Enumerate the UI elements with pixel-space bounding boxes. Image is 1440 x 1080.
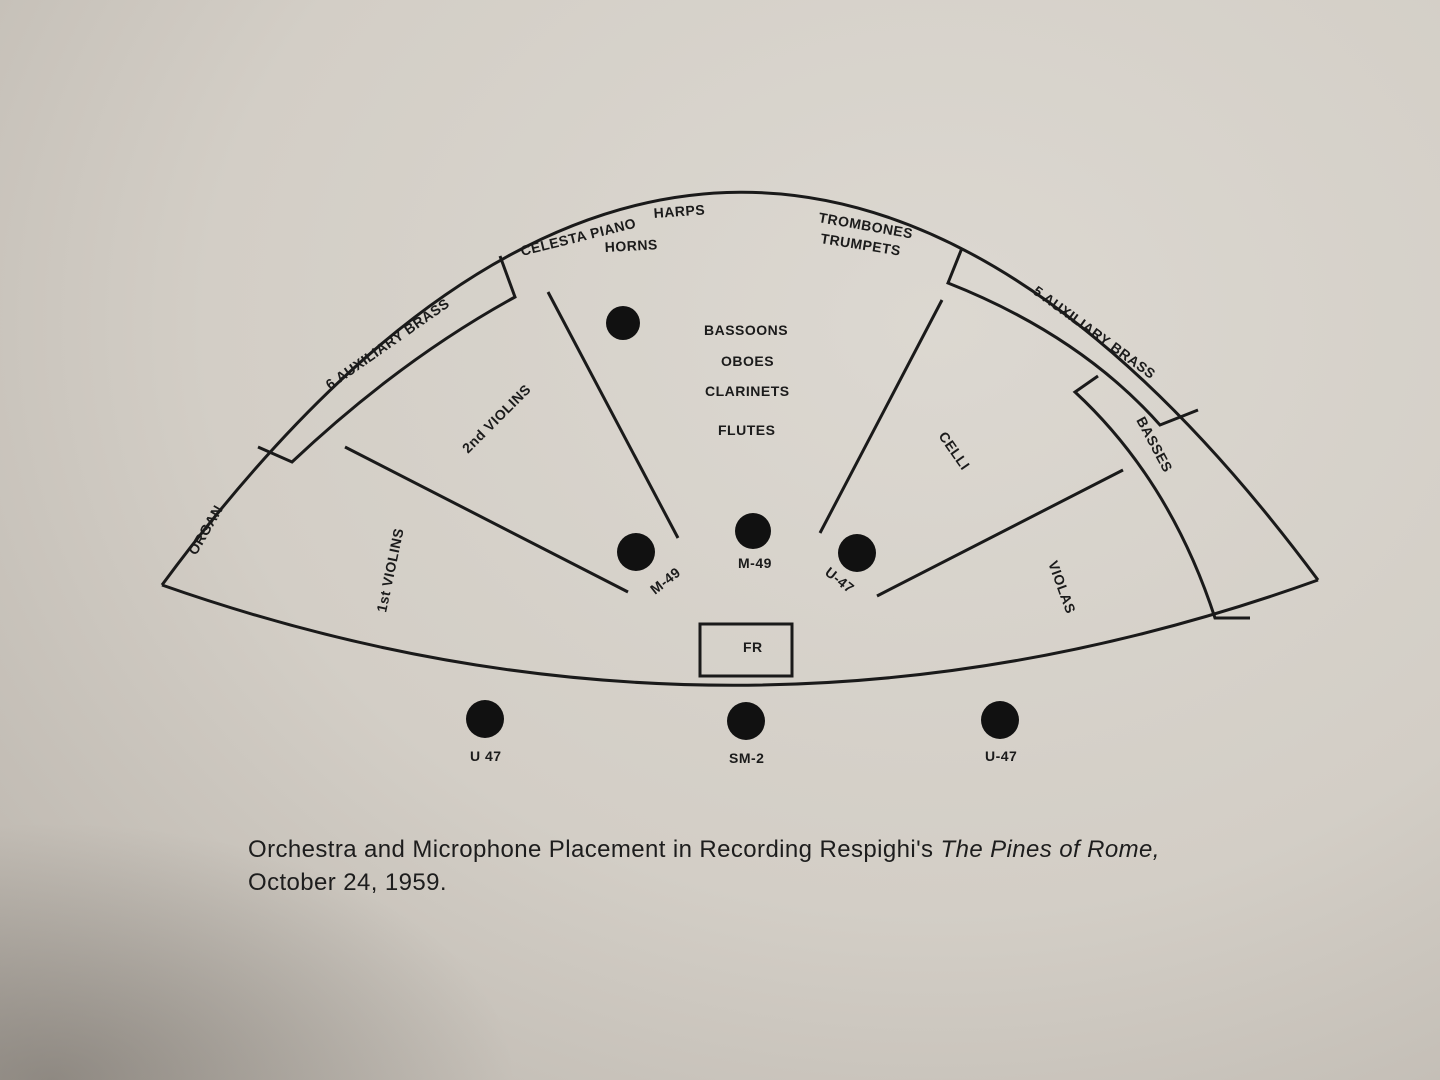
label-aux-brass-left: 6 AUXILIARY BRASS: [323, 295, 453, 393]
label-flutes: FLUTES: [718, 422, 775, 438]
aux-brass-left-box: [257, 255, 517, 464]
label-bassoons: BASSOONS: [704, 322, 788, 338]
label-clarinets: CLARINETS: [705, 383, 790, 399]
label-oboes: OBOES: [721, 353, 774, 369]
shadow: [0, 820, 520, 1080]
label-horns: HORNS: [604, 236, 658, 255]
label-organ: ORGAN: [185, 502, 226, 557]
stage-outline-bottom: [161, 578, 1319, 687]
mic-sm2-front: [727, 702, 765, 740]
label-harps: HARPS: [653, 201, 706, 221]
mic-u47-front-right: [981, 701, 1019, 739]
caption-date: October 24, 1959.: [248, 869, 447, 896]
label-mic-m49-left: M-49: [647, 564, 684, 597]
divider-1st-2nd-violins: [344, 445, 629, 594]
label-mic-u47-front-left: U 47: [470, 748, 502, 764]
mic-horns: [606, 306, 640, 340]
label-fr: FR: [743, 639, 763, 655]
mic-m49-left: [617, 533, 655, 571]
mic-u47-front-left: [466, 700, 504, 738]
caption-title: The Pines of Rome,: [940, 836, 1160, 863]
label-mic-u47-front-right: U-47: [985, 748, 1017, 764]
mic-m49-center: [735, 513, 771, 549]
label-mic-m49-center: M-49: [738, 555, 772, 571]
mic-u47-inner: [838, 534, 876, 572]
divider-2nd-violins-winds: [546, 291, 680, 539]
stage-outline-top: [160, 190, 1320, 586]
divider-winds-celli: [818, 299, 944, 534]
caption-text: Orchestra and Microphone Placement in Re…: [248, 836, 941, 863]
divider-celli-violas: [876, 468, 1124, 598]
label-violas: VIOLAS: [1045, 559, 1079, 616]
aux-brass-right-box: [946, 247, 1199, 427]
figure-caption: Orchestra and Microphone Placement in Re…: [248, 833, 1248, 899]
label-1st-violins: 1st VIOLINS: [373, 527, 406, 614]
label-celli: CELLI: [936, 429, 974, 473]
fr-box: [698, 622, 794, 678]
basses-box: [1072, 374, 1250, 620]
label-2nd-violins: 2nd VIOLINS: [459, 381, 534, 456]
label-mic-sm2: SM-2: [729, 750, 764, 766]
